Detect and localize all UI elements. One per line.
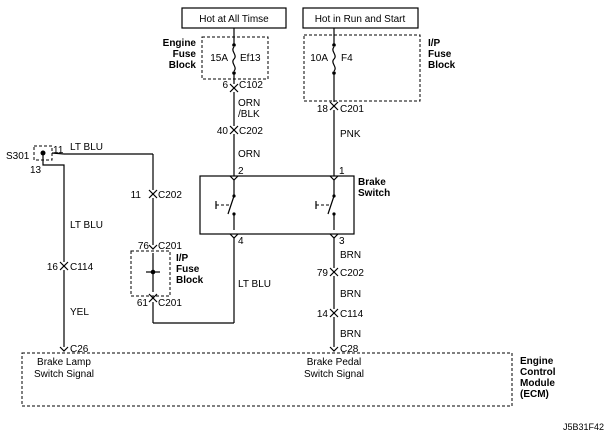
c202-mid-label: C202 [158, 190, 182, 201]
c114-left-label: C114 [70, 262, 94, 273]
ip-fuse-rating: 10A [310, 53, 328, 64]
wire-orn-blk-label-2: /BLK [238, 109, 260, 120]
c201-left-bottom-pin: 61 [137, 298, 149, 309]
ip-fuse-name: F4 [341, 53, 353, 64]
ecm-label-1: Engine [520, 356, 554, 367]
power-hot-run-start-label: Hot in Run and Start [315, 14, 406, 25]
c201-left-bottom-label: C201 [158, 298, 182, 309]
wire-pnk-path [329, 28, 339, 176]
wire-brn-label-1: BRN [340, 250, 361, 261]
c114-right-label: C114 [340, 309, 364, 320]
wire-lt-blu-top-label: LT BLU [70, 142, 103, 153]
c201-top-label: C201 [340, 104, 364, 115]
c201-left-top-label: C201 [158, 241, 182, 252]
ip-fuse-block-left-label-2: Fuse [176, 264, 200, 275]
c28-label: C28 [340, 344, 359, 355]
c26-label: C26 [70, 344, 89, 355]
ecm-label-3: Module [520, 378, 555, 389]
engine-fuse-name: Ef13 [240, 53, 261, 64]
ecm-label-4: (ECM) [520, 389, 549, 400]
brake-switch-pin-2: 2 [238, 166, 244, 177]
c201-left-top-pin: 76 [138, 241, 150, 252]
ecm-signal-right-2: Switch Signal [304, 369, 364, 380]
brake-switch-pin-1: 1 [339, 166, 345, 177]
ip-fuse-block-left-label-3: Block [176, 275, 204, 286]
wire-lt-blu-right-path [152, 238, 235, 324]
wire-orn-path [229, 28, 239, 176]
fuse-ef13-icon [232, 43, 236, 75]
c114-left-pin: 16 [47, 262, 59, 273]
wire-yel-label: YEL [70, 307, 89, 318]
engine-fuse-block: Engine Fuse Block 15A Ef13 [163, 36, 269, 80]
wire-lt-blu-left-path [59, 185, 69, 352]
c102-label: C102 [239, 80, 263, 91]
wire-pnk-label: PNK [340, 129, 361, 140]
switch-contact-right-icon [315, 180, 336, 230]
wire-orn-label: ORN [238, 149, 260, 160]
brake-switch-pin-4: 4 [238, 236, 244, 247]
splice-s301-pin-11: 11 [53, 145, 64, 156]
wire-lt-blu-top-path [42, 152, 158, 250]
c102-pin: 6 [222, 80, 228, 91]
figure-code: J5B31F42 [563, 422, 604, 432]
engine-fuse-rating: 15A [210, 53, 228, 64]
brake-switch: Brake Switch 2 1 4 3 [199, 166, 390, 247]
splice-s301-label: S301 [6, 151, 30, 162]
ecm-signal-left-2: Switch Signal [34, 369, 94, 380]
c202-left-pin: 40 [217, 126, 229, 137]
ip-fuse-block-left-label-1: I/P [176, 253, 189, 264]
engine-fuse-block-label-2: Fuse [173, 49, 197, 60]
c202-mid-pin: 11 [131, 190, 142, 201]
ip-fuse-block-top-label-1: I/P [428, 38, 441, 49]
wire-orn-blk-label-1: ORN [238, 98, 260, 109]
ip-fuse-block-top: I/P Fuse Block 10A F4 [303, 34, 456, 102]
c201-top-pin: 18 [317, 104, 329, 115]
c202-right-pin: 79 [317, 268, 329, 279]
brake-switch-pin-3: 3 [339, 236, 345, 247]
ecm-label-2: Control [520, 367, 556, 378]
switch-contact-left-icon [215, 180, 236, 230]
ip-fuse-block-top-label-3: Block [428, 60, 456, 71]
fuse-f4-icon [332, 43, 336, 75]
engine-fuse-block-label-1: Engine [163, 38, 197, 49]
ecm-signal-left-1: Brake Lamp [37, 357, 91, 368]
power-hot-all-times-label: Hot at All Timse [199, 14, 269, 25]
wire-brn-path [329, 238, 339, 352]
c114-right-pin: 14 [317, 309, 329, 320]
ip-fuse-block-top-label-2: Fuse [428, 49, 452, 60]
c202-right-label: C202 [340, 268, 364, 279]
power-hot-run-start: Hot in Run and Start [302, 7, 419, 29]
brake-switch-label-2: Switch [358, 188, 390, 199]
wire-lt-blu-left-label: LT BLU [70, 220, 103, 231]
wire-lt-blu-right-label: LT BLU [238, 279, 271, 290]
ip-fuse-block-left: I/P Fuse Block 76 C201 61 C201 [130, 241, 204, 309]
c202-left-label: C202 [239, 126, 263, 137]
engine-fuse-block-label-3: Block [169, 60, 197, 71]
wire-brn-label-3: BRN [340, 329, 361, 340]
splice-s301-pin-13: 13 [30, 165, 42, 176]
ecm-signal-right-1: Brake Pedal [307, 357, 361, 368]
power-hot-all-times: Hot at All Timse [181, 7, 287, 29]
ecm-module: Engine Control Module (ECM) Brake Lamp S… [21, 352, 556, 407]
splice-s301: S301 11 13 [6, 145, 64, 176]
wire-brn-label-2: BRN [340, 289, 361, 300]
brake-switch-label-1: Brake [358, 177, 386, 188]
